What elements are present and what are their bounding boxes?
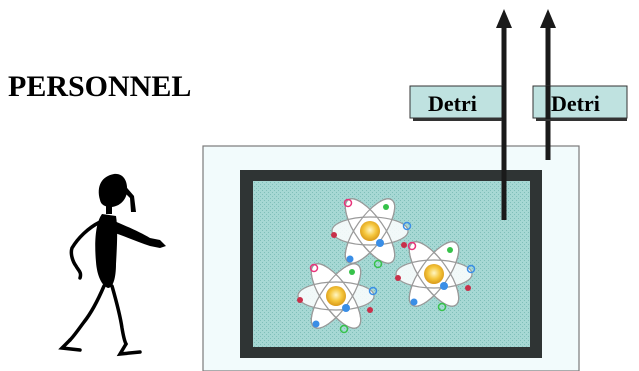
detector-label-left: Detri [409,85,503,121]
svg-text:Detri: Detri [551,91,600,116]
page-title: PERSONNEL [8,70,191,103]
svg-text:Detri: Detri [428,91,477,116]
pointing-person-icon [58,173,166,357]
up-arrow-icon [496,9,512,220]
up-arrow-icon [540,9,556,160]
